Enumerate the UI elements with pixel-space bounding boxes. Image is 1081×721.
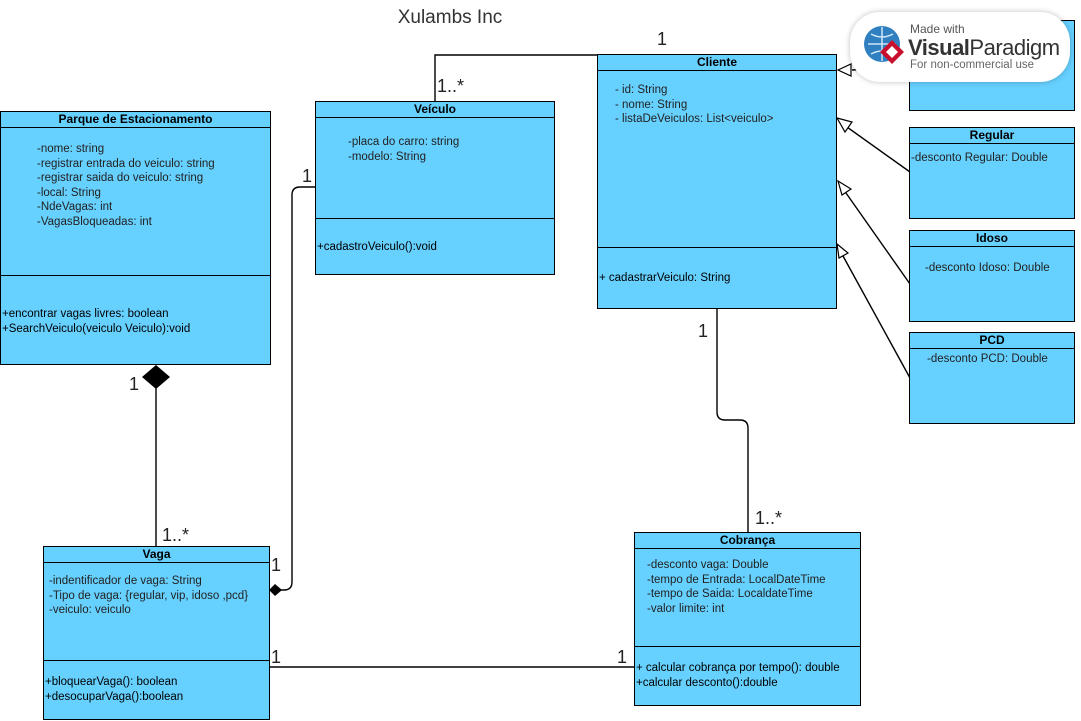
operation: + calcular cobrança por tempo(): double <box>636 662 840 674</box>
class-name: Veículo <box>316 102 554 118</box>
operation: +SearchVeiculo(veiculo Veiculo):void <box>2 322 191 335</box>
attribute: -desconto vaga: Double <box>647 559 769 571</box>
separator <box>1 275 270 276</box>
class-name: Vaga <box>44 547 269 563</box>
multiplicity-veiculo-top: 1..* <box>437 76 465 96</box>
diagram-title: Xulambs Inc <box>397 7 503 28</box>
class-parque-de-estacionamento[interactable]: Parque de Estacionamento -nome: string -… <box>0 111 271 365</box>
class-name: PCD <box>910 333 1074 349</box>
gen-arrow-hidden <box>836 63 852 77</box>
multiplicity-parque-bottom: 1 <box>129 374 140 394</box>
attribute: -tempo de Entrada: LocalDateTime <box>647 573 826 586</box>
attribute: -modelo: String <box>348 150 426 163</box>
attribute: -desconto Regular: Double <box>911 152 1048 164</box>
operation: + cadastrarVeiculo: String <box>599 272 731 284</box>
operation: +encontrar vagas livres: boolean <box>2 308 169 320</box>
attributes: -desconto Idoso: Double <box>925 261 1050 276</box>
attribute: - nome: String <box>615 98 688 111</box>
separator <box>44 660 269 661</box>
class-name: Parque de Estacionamento <box>1 112 270 128</box>
watermark-brand-bold: Visual <box>908 35 970 60</box>
gen-arrow-idoso <box>836 179 853 196</box>
attribute: -valor limite: int <box>647 602 725 615</box>
multiplicity-vaga-right-bottom: 1 <box>271 647 282 667</box>
attributes: -desconto PCD: Double <box>927 352 1048 367</box>
attribute: -tempo de Saida: LocaldateTime <box>647 588 813 600</box>
class-name: Cobrança <box>635 533 860 549</box>
composition-diamond-parque <box>142 365 170 389</box>
class-cliente[interactable]: Cliente - id: String - nome: String - li… <box>597 54 837 309</box>
attribute: -desconto PCD: Double <box>927 353 1048 365</box>
generalization-pcd <box>842 255 911 379</box>
attribute: - listaDeVeiculos: List<veiculo> <box>615 113 774 125</box>
class-name: Idoso <box>910 231 1074 247</box>
generalization-idoso <box>845 192 911 285</box>
attribute: -indentificador de vaga: String <box>49 575 202 587</box>
gen-arrow-regular <box>835 117 853 134</box>
operations: +encontrar vagas livres: boolean +Search… <box>2 307 190 336</box>
attribute: -nome: string <box>37 143 105 155</box>
class-veiculo[interactable]: Veículo -placa do carro: string -modelo:… <box>315 101 555 275</box>
multiplicity-cliente-top: 1 <box>657 29 668 49</box>
attribute: -registrar saida do veiculo: string <box>37 172 204 184</box>
attributes: -desconto Regular: Double <box>911 151 1048 166</box>
class-vaga[interactable]: Vaga -indentificador de vaga: String -Ti… <box>43 546 270 720</box>
attributes: -desconto vaga: Double -tempo de Entrada… <box>647 558 826 616</box>
attribute: -Tipo de vaga: {regular, vip, idoso ,pcd… <box>49 589 249 602</box>
separator <box>598 247 836 248</box>
operations: +cadastroVeiculo():void <box>317 240 437 255</box>
watermark-badge: Made with VisualParadigm For non-commerc… <box>850 12 1070 82</box>
operation: +desocuparVaga():boolean <box>45 690 184 703</box>
multiplicity-vaga-top: 1..* <box>162 525 190 545</box>
operation: +calcular desconto():double <box>636 676 778 689</box>
attribute: -VagasBloqueadas: int <box>37 215 152 228</box>
operations: + cadastrarVeiculo: String <box>599 271 730 286</box>
multiplicity-cliente-bottom: 1 <box>698 321 709 341</box>
operation: +cadastroVeiculo():void <box>317 241 437 253</box>
attributes: -placa do carro: string -modelo: String <box>348 135 459 164</box>
attribute: -placa do carro: string <box>348 136 460 148</box>
class-idoso[interactable]: Idoso -desconto Idoso: Double <box>909 230 1075 322</box>
attribute: -registrar entrada do veiculo: string <box>37 157 215 170</box>
gen-arrow-pcd <box>836 242 850 259</box>
attribute: -local: String <box>37 186 101 199</box>
watermark-brand: VisualParadigm <box>908 35 1060 61</box>
class-regular[interactable]: Regular -desconto Regular: Double <box>909 127 1075 219</box>
watermark-brand-light: Paradigm <box>969 35 1060 60</box>
multiplicity-cobranca-top: 1..* <box>755 508 783 528</box>
class-pcd[interactable]: PCD -desconto PCD: Double <box>909 332 1075 424</box>
class-cobranca[interactable]: Cobrança -desconto vaga: Double -tempo d… <box>634 532 861 706</box>
assoc-cliente-cobranca <box>716 309 749 532</box>
generalization-regular <box>846 126 911 173</box>
watermark-note: For non-commercial use <box>910 59 1034 71</box>
operations: + calcular cobrança por tempo(): double … <box>636 661 840 690</box>
visual-paradigm-logo-icon <box>864 26 904 64</box>
attribute: - id: String <box>615 84 668 96</box>
operations: +bloquearVaga(): boolean +desocuparVaga(… <box>45 675 183 704</box>
watermark-made-with: Made with <box>910 22 965 36</box>
attribute: -veiculo: veiculo <box>49 604 131 616</box>
class-name: Cliente <box>598 55 836 71</box>
attributes: - id: String - nome: String - listaDeVei… <box>615 83 774 127</box>
attribute: -NdeVagas: int <box>37 201 113 213</box>
assoc-cliente-veiculo <box>434 54 597 101</box>
class-name: Regular <box>910 128 1074 144</box>
multiplicity-cobranca-left: 1 <box>617 647 628 667</box>
operation: +bloquearVaga(): boolean <box>45 676 178 688</box>
attributes: -indentificador de vaga: String -Tipo de… <box>49 574 248 618</box>
multiplicity-vaga-right-top: 1 <box>271 555 282 575</box>
separator <box>635 646 860 647</box>
attribute: -desconto Idoso: Double <box>925 262 1050 274</box>
multiplicity-veiculo-left: 1 <box>302 166 313 186</box>
assoc-veiculo-vaga <box>280 186 316 591</box>
attributes: -nome: string -registrar entrada do veic… <box>37 142 215 229</box>
composition-diamond-vaga <box>269 584 282 596</box>
separator <box>316 218 554 219</box>
